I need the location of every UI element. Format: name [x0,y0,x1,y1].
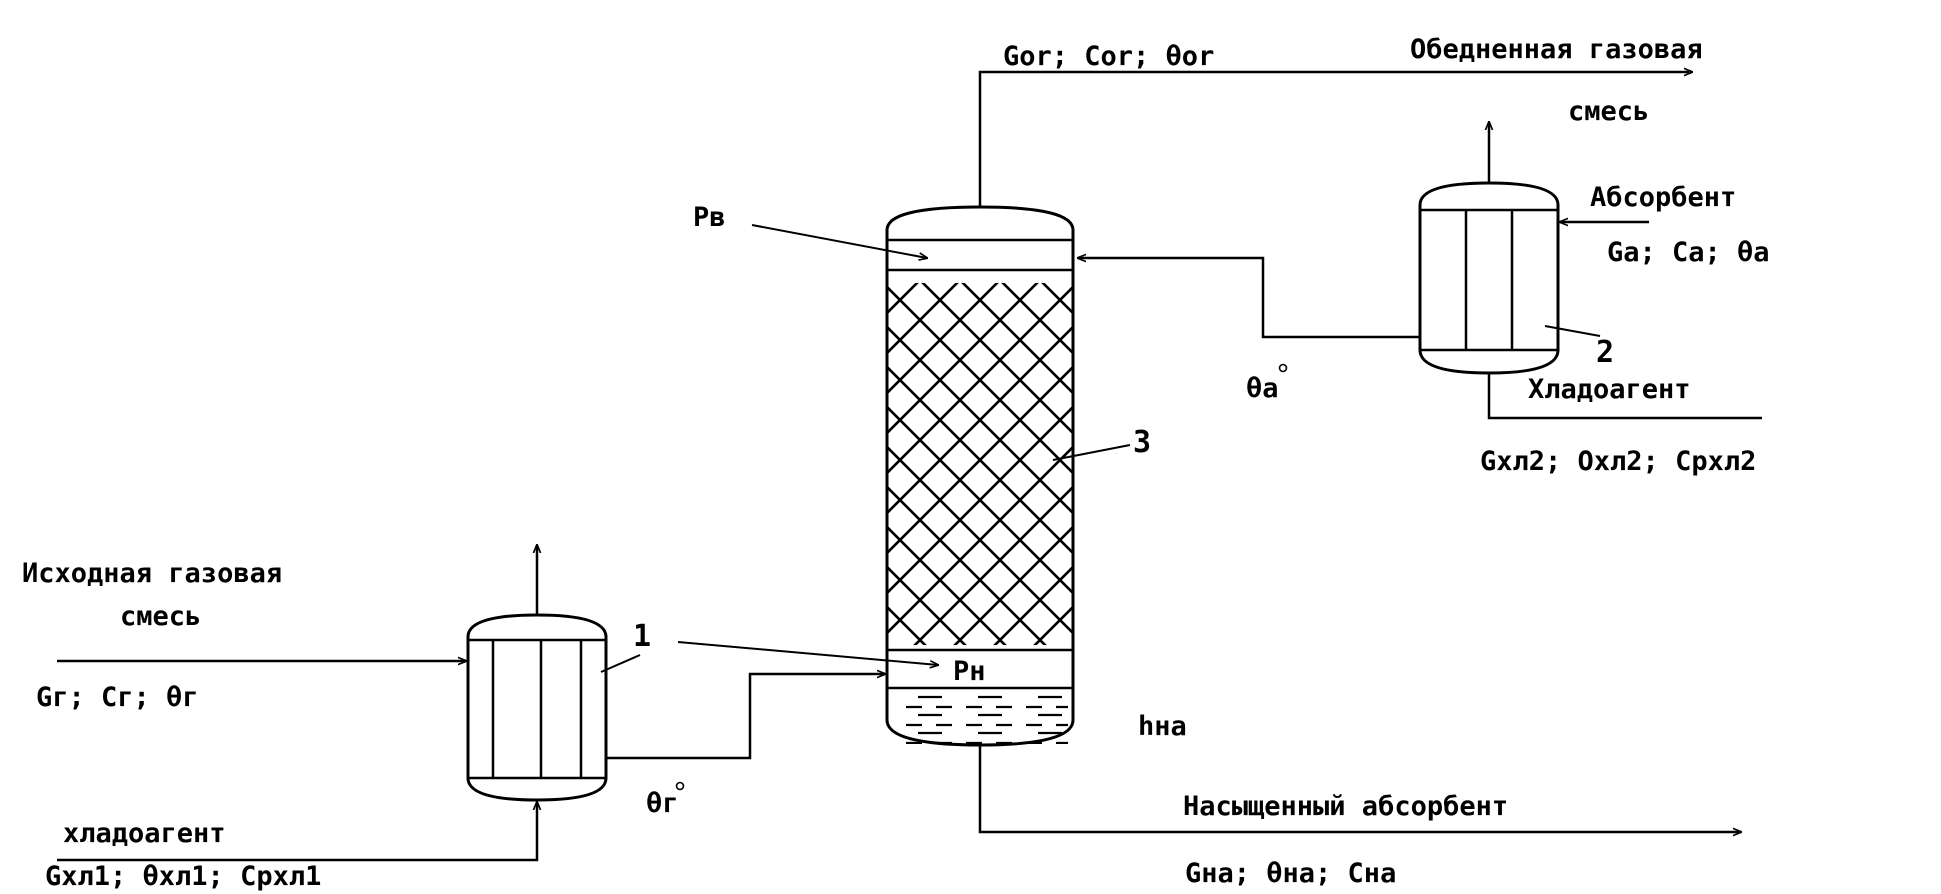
column-packing [887,283,1073,645]
cooled-absorbent-line [1078,258,1420,339]
cooler1-number: 1 [633,619,651,654]
feed-gas-label-1: Исходная газовая [22,558,282,589]
leader-3 [1052,444,1131,461]
coolant1-params-label: Gхл1; θхл1; Cpхл1 [45,861,321,892]
coolant1-line [57,802,537,862]
pressure-bottom-label: Pн [953,656,986,687]
cooler-1 [466,613,608,802]
column-number: 3 [1133,425,1151,460]
saturated-absorbent-line [978,745,1741,832]
absorbent-label: Абсорбент [1590,182,1736,213]
top-outlet-label: Gor; Cor; θor [1003,41,1214,72]
feed-params-label: Gг; Cг; θг [36,682,199,713]
liquid-level-hatching [892,694,1068,744]
saturated-params-label: Gна; θна; Cна [1185,858,1396,889]
absorption-column [885,205,1075,747]
coolant1-label: хладоагент [63,818,226,849]
saturated-absorbent-label: Насыщенный абсорбент [1183,791,1508,822]
coolant2-line [1487,373,1762,420]
depleted-gas-line [978,72,1692,207]
coolant2-label: Хладоагент [1528,374,1691,405]
leader-1 [600,654,641,673]
pv-pointer [751,224,927,258]
cooler-2 [1418,181,1560,375]
cooler2-number: 2 [1596,335,1614,370]
feed-gas-label-2: смесь [120,601,201,632]
absorbent-params-label: Ga; Ca; θa [1607,237,1770,268]
degree-mark-a [1278,363,1288,373]
coolant2-params-label: Gхл2; Oхл2; Cpхл2 [1480,446,1756,477]
depleted-gas-label-1: Обедненная газовая [1410,34,1703,65]
degree-mark-g [675,781,685,791]
leader-2 [1544,325,1601,337]
depleted-gas-label-2: смесь [1568,96,1649,127]
pn-pointer [677,641,938,665]
theta-a-label: θа [1246,373,1279,404]
theta-g-label: θг [646,788,679,819]
cooled-gas-line [606,674,885,760]
pressure-top-label: Pв [693,202,726,233]
liquid-level-label: hна [1138,711,1187,742]
